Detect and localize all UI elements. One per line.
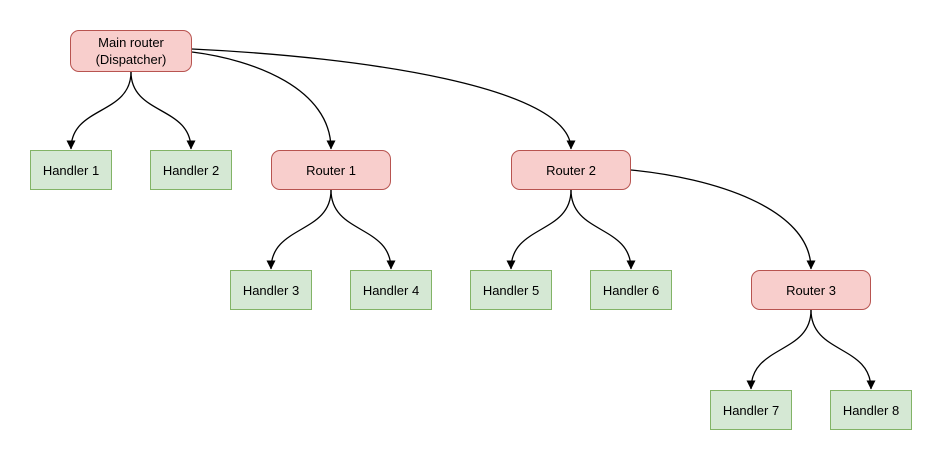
node-label: Handler 7 xyxy=(722,402,780,418)
node-label: Handler 8 xyxy=(842,402,900,418)
edge-router-2-to-handler-5 xyxy=(506,189,572,270)
edge-main-router-to-handler-2 xyxy=(130,71,196,150)
node-label: Router 2 xyxy=(546,162,596,178)
edge-router-3-to-handler-7 xyxy=(746,309,812,390)
node-main-router: Main router (Dispatcher) xyxy=(70,30,192,72)
edge-main-router-to-handler-1 xyxy=(66,71,132,150)
node-label: Main router xyxy=(98,35,164,50)
node-handler-4: Handler 4 xyxy=(350,270,432,310)
edge-router-3-to-handler-8 xyxy=(810,309,876,390)
node-label: Handler 3 xyxy=(242,282,300,298)
node-router-1: Router 1 xyxy=(271,150,391,190)
edge-router-1-to-handler-4 xyxy=(330,189,396,270)
node-router-2: Router 2 xyxy=(511,150,631,190)
node-handler-7: Handler 7 xyxy=(710,390,792,430)
node-label: Handler 6 xyxy=(602,282,660,298)
node-handler-5: Handler 5 xyxy=(470,270,552,310)
edge-router-2-to-handler-6 xyxy=(570,189,636,270)
edge-main-router-to-router-1 xyxy=(191,51,336,150)
node-handler-6: Handler 6 xyxy=(590,270,672,310)
node-handler-3: Handler 3 xyxy=(230,270,312,310)
edge-main-router-to-router-2 xyxy=(191,48,576,150)
node-handler-8: Handler 8 xyxy=(830,390,912,430)
node-label: Handler 5 xyxy=(482,282,540,298)
node-label: Handler 2 xyxy=(162,162,220,178)
edge-router-1-to-handler-3 xyxy=(266,189,332,270)
node-label: Handler 1 xyxy=(42,162,100,178)
node-handler-2: Handler 2 xyxy=(150,150,232,190)
node-router-3: Router 3 xyxy=(751,270,871,310)
edge-router-2-to-router-3 xyxy=(630,169,816,270)
node-handler-1: Handler 1 xyxy=(30,150,112,190)
node-label: Router 3 xyxy=(786,282,836,298)
node-label: (Dispatcher) xyxy=(95,52,167,67)
node-label: Router 1 xyxy=(306,162,356,178)
node-label: Handler 4 xyxy=(362,282,420,298)
